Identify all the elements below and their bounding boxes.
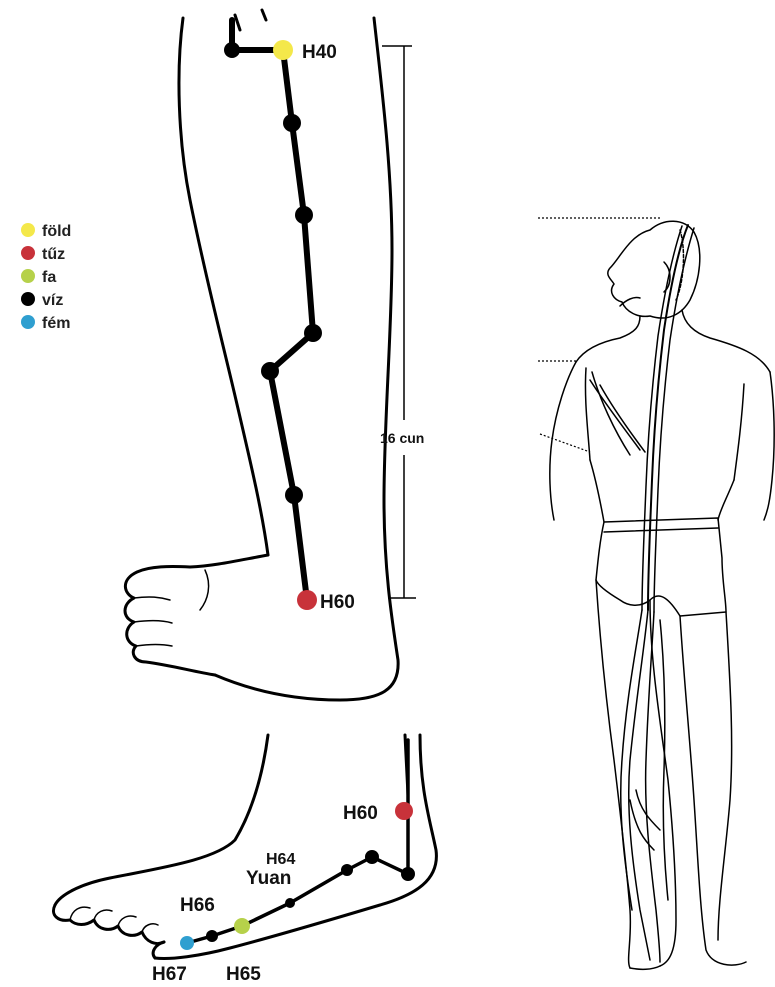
leg-h60-label: H60 bbox=[320, 592, 355, 613]
h66-label: H66 bbox=[180, 895, 215, 916]
leg-meridian-line: H40 H60 bbox=[224, 20, 355, 613]
foot-point-upper bbox=[365, 850, 379, 864]
h40-point bbox=[273, 40, 293, 60]
h40-label: H40 bbox=[302, 42, 337, 63]
foot-point-h64 bbox=[341, 864, 353, 876]
yuan-label: Yuan bbox=[246, 868, 291, 889]
legend-dot-tuz bbox=[21, 246, 35, 260]
leg-point-2 bbox=[283, 114, 301, 132]
leg-illustration bbox=[125, 10, 398, 700]
foot-point-kunlun bbox=[401, 867, 415, 881]
leg-point-3 bbox=[295, 206, 313, 224]
leg-point-4 bbox=[304, 324, 322, 342]
h67-point bbox=[180, 936, 194, 950]
h65-point bbox=[234, 918, 250, 934]
h67-label: H67 bbox=[152, 964, 187, 985]
h64-label: H64 bbox=[266, 851, 295, 868]
legend-label-viz: víz bbox=[42, 292, 63, 309]
foot-h60-point bbox=[395, 802, 413, 820]
foot-meridian-line: H60 H64 Yuan H66 H65 H67 bbox=[152, 740, 415, 985]
leg-point-1 bbox=[224, 42, 240, 58]
foot-point-h66 bbox=[206, 930, 218, 942]
h65-label: H65 bbox=[226, 964, 261, 985]
leg-h60-point bbox=[297, 590, 317, 610]
legend-dot-fa bbox=[21, 269, 35, 283]
legend-dot-viz bbox=[21, 292, 35, 306]
legend-label-fem: fém bbox=[42, 315, 70, 332]
leg-point-5 bbox=[261, 362, 279, 380]
foot-h60-label: H60 bbox=[343, 803, 378, 824]
measurement-label: 16 cun bbox=[380, 430, 424, 446]
legend-label-tuz: tűz bbox=[42, 246, 65, 263]
element-legend: föld tűz fa víz fém bbox=[21, 223, 71, 332]
body-figure bbox=[538, 218, 774, 969]
legend-label-fold: föld bbox=[42, 223, 71, 240]
legend-label-fa: fa bbox=[42, 269, 56, 286]
foot-point-mid bbox=[285, 898, 295, 908]
legend-dot-fem bbox=[21, 315, 35, 329]
legend-dot-fold bbox=[21, 223, 35, 237]
leg-point-6 bbox=[285, 486, 303, 504]
